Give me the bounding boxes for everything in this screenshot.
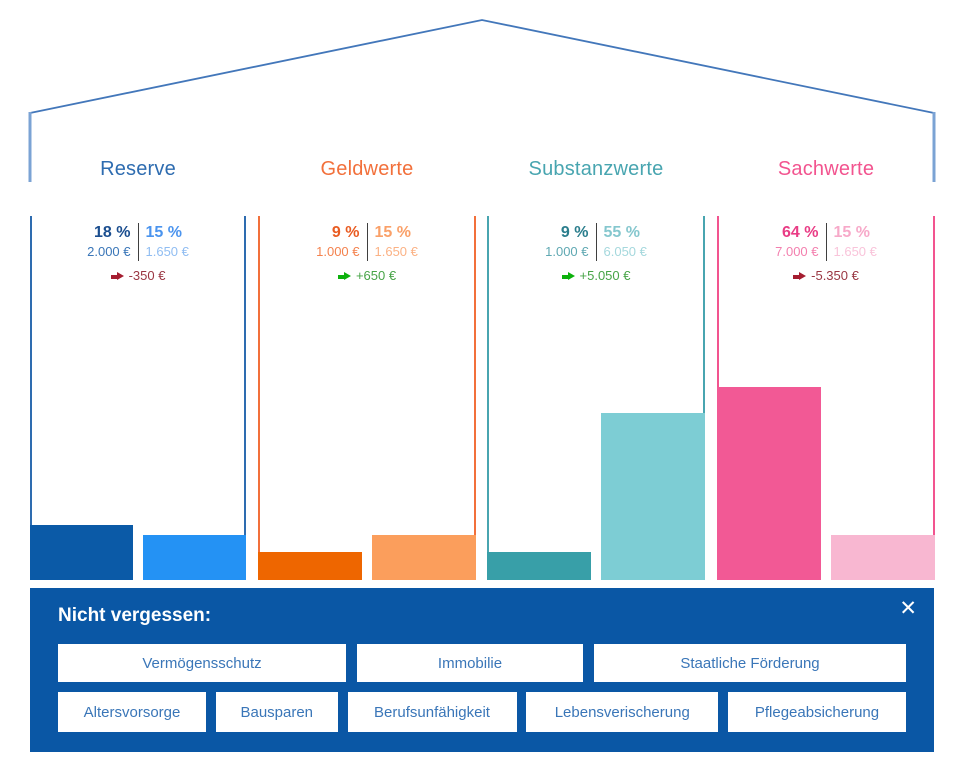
amount-row: 2.000 € 1.650 € (32, 243, 244, 261)
category-column-geldwerte: Geldwerte 9 % 15 % 1.000 € 1.650 € +650 … (258, 150, 476, 580)
percent-left-value: 64 % (719, 223, 827, 243)
category-column-substanzwerte: Substanzwerte 9 % 55 % 1.000 € 6.050 € +… (487, 150, 705, 580)
delta-row: +5.050 € (489, 268, 703, 283)
percent-row: 9 % 15 % (260, 223, 474, 243)
reminder-panel: Nicht vergessen: ✕ Vermögensschutz Immobi… (30, 588, 934, 752)
percent-right-value: 15 % (374, 224, 411, 241)
delta-value: +5.050 € (579, 268, 631, 283)
amount-row: 1.000 € 1.650 € (260, 243, 474, 261)
delta-arrow-icon (561, 272, 575, 281)
bar-left (258, 552, 362, 580)
bar-right (831, 535, 935, 580)
percent-right-value: 55 % (603, 224, 640, 241)
category-label: Reserve (100, 158, 176, 180)
delta-arrow-icon (793, 272, 807, 281)
percent-left-value: 9 % (260, 223, 368, 243)
bar-right (372, 535, 476, 580)
bar-left (487, 552, 591, 580)
reminder-button-altersvorsorge[interactable]: Altersvorsorge (58, 692, 206, 732)
category-column-reserve: Reserve 18 % 15 % 2.000 € 1.650 € -350 € (30, 150, 246, 580)
percent-row: 18 % 15 % (32, 223, 244, 243)
category-box: 18 % 15 % 2.000 € 1.650 € -350 € (30, 216, 246, 580)
percent-right-value: 15 % (833, 224, 870, 241)
amount-right-value: 1.650 € (833, 244, 877, 259)
reminder-button-pflegeabsicherung[interactable]: Pflegeabsicherung (728, 692, 906, 732)
amount-left-value: 1.000 € (489, 243, 597, 261)
bar-left (717, 387, 821, 580)
category-box: 9 % 15 % 1.000 € 1.650 € +650 € (258, 216, 476, 580)
category-label: Geldwerte (320, 158, 414, 180)
reminder-button-lebensverischerung[interactable]: Lebensverischerung (526, 692, 719, 732)
delta-row: +650 € (260, 268, 474, 283)
reminder-button-berufsunf-higkeit[interactable]: Berufsunfähigkeit (347, 692, 517, 732)
category-box: 64 % 15 % 7.000 € 1.650 € -5.350 € (717, 216, 935, 580)
reminder-button-bausparen[interactable]: Bausparen (215, 692, 338, 732)
roof-line (29, 19, 935, 114)
delta-row: -350 € (32, 268, 244, 283)
amount-right-value: 1.650 € (374, 244, 418, 259)
category-column-sachwerte: Sachwerte 64 % 15 % 7.000 € 1.650 € -5.3… (717, 150, 935, 580)
amount-left-value: 7.000 € (719, 243, 827, 261)
reminder-row-1: Vermögensschutz Immobilie Staatliche Förde… (58, 644, 906, 682)
amount-row: 7.000 € 1.650 € (719, 243, 933, 261)
bar-right (601, 413, 705, 580)
amount-left-value: 1.000 € (260, 243, 368, 261)
delta-value: -350 € (128, 268, 166, 283)
percent-row: 64 % 15 % (719, 223, 933, 243)
bar-right (143, 535, 246, 580)
bar-left (30, 525, 133, 580)
delta-arrow-icon (337, 272, 351, 281)
house-roof (28, 19, 936, 182)
category-label: Substanzwerte (528, 158, 664, 180)
amount-right-value: 6.050 € (603, 244, 647, 259)
delta-arrow-icon (110, 272, 124, 281)
close-icon[interactable]: ✕ (895, 594, 921, 623)
reminder-button-staatliche-f-rderung[interactable]: Staatliche Förderung (594, 644, 906, 682)
category-box: 9 % 55 % 1.000 € 6.050 € +5.050 € (487, 216, 705, 580)
amount-right-value: 1.650 € (145, 244, 189, 259)
amount-left-value: 2.000 € (32, 243, 139, 261)
percent-left-value: 18 % (32, 223, 139, 243)
percent-left-value: 9 % (489, 223, 597, 243)
delta-value: -5.350 € (811, 268, 859, 283)
delta-row: -5.350 € (719, 268, 933, 283)
percent-row: 9 % 55 % (489, 223, 703, 243)
category-label: Sachwerte (777, 158, 875, 180)
delta-value: +650 € (355, 268, 397, 283)
panel-title: Nicht vergessen: (58, 605, 212, 626)
reminder-button-immobilie[interactable]: Immobilie (357, 644, 583, 682)
amount-row: 1.000 € 6.050 € (489, 243, 703, 261)
percent-right-value: 15 % (145, 224, 182, 241)
reminder-button-verm-gensschutz[interactable]: Vermögensschutz (58, 644, 346, 682)
